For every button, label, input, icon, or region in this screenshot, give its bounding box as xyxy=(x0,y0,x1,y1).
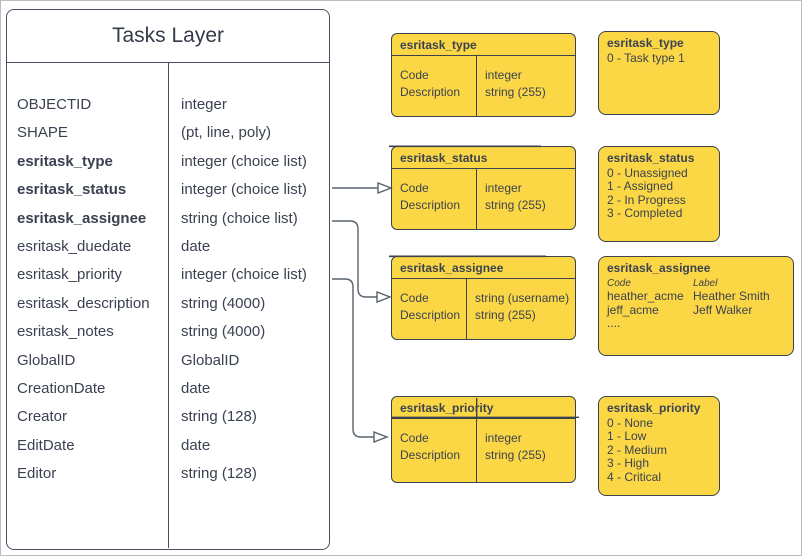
value-line: 4 - Critical xyxy=(607,469,662,484)
field-row: OBJECTID integer xyxy=(7,91,329,119)
field-type: GlobalID xyxy=(181,351,240,369)
description-label: Description xyxy=(400,448,461,462)
field-type: integer (choice list) xyxy=(181,266,307,284)
value-line: 0 - Task type 1 xyxy=(607,50,685,65)
field-name: Creator xyxy=(17,408,68,426)
value-line: 0 - None xyxy=(607,415,654,430)
domain-table-status: esritask_status Code Description integer… xyxy=(391,146,576,230)
ellipsis: .... xyxy=(607,316,621,330)
assignee-row: heather_acme Heather Smith xyxy=(607,289,785,304)
field-row: SHAPE (pt, line, poly) xyxy=(7,119,329,147)
assignee-code: heather_acme xyxy=(607,289,684,303)
field-name: esritask_status xyxy=(17,181,127,199)
field-name: OBJECTID xyxy=(17,96,92,113)
assignee-row: jeff_acme Jeff Walker xyxy=(607,302,785,318)
field-type: integer (choice list) xyxy=(181,181,307,199)
domain-table-title: esritask_type xyxy=(392,34,575,56)
code-label: Code xyxy=(400,181,429,195)
code-type: integer xyxy=(485,68,522,82)
field-name: esritask_description xyxy=(17,294,150,312)
description-label: Description xyxy=(400,85,461,99)
value-box-title: esritask_assignee xyxy=(607,261,711,275)
field-type: date xyxy=(181,436,211,454)
field-name: esritask_notes xyxy=(17,323,114,341)
description-label: Description xyxy=(400,308,461,322)
code-column-header: Code xyxy=(607,277,631,289)
field-type: string (128) xyxy=(181,408,257,426)
field-name: EditDate xyxy=(17,436,75,454)
field-type: string (128) xyxy=(181,465,257,483)
assignee-label: Heather Smith xyxy=(693,289,770,303)
value-box-title: esritask_type xyxy=(607,36,684,50)
code-label: Code xyxy=(400,68,429,82)
field-row: esritask_status integer (choice list) xyxy=(7,176,329,204)
field-name: esritask_priority xyxy=(17,266,123,284)
field-row: esritask_description string (4000) xyxy=(7,290,329,318)
field-row: esritask_duedate date xyxy=(7,233,329,261)
value-box-title: esritask_priority xyxy=(607,401,701,415)
field-row: esritask_notes string (4000) xyxy=(7,318,329,346)
assignee-label: Jeff Walker xyxy=(693,302,753,317)
field-type: date xyxy=(181,237,211,255)
field-name: CreationDate xyxy=(17,379,106,397)
domain-table-type: esritask_type Code Description integer s… xyxy=(391,33,576,117)
domain-table-assignee: esritask_assignee Code Description strin… xyxy=(391,256,576,340)
value-line: 3 - Completed xyxy=(607,206,683,220)
domain-table-priority: esritask_priority Code Description integ… xyxy=(391,396,576,483)
domain-table-title: esritask_priority xyxy=(392,397,575,419)
field-name: SHAPE xyxy=(17,124,68,142)
code-type: integer xyxy=(485,181,522,195)
column-divider xyxy=(168,63,170,548)
field-row: Editor string (128) xyxy=(7,460,329,488)
field-row: esritask_type integer (choice list) xyxy=(7,148,329,176)
field-type: (pt, line, poly) xyxy=(181,124,272,142)
value-line: 3 - High xyxy=(607,456,650,470)
value-line: 2 - In Progress xyxy=(607,192,686,207)
field-name: GlobalID xyxy=(17,351,76,369)
value-line: 0 - Unassigned xyxy=(607,165,688,180)
code-label: Code xyxy=(400,431,429,445)
value-line: 1 - Low xyxy=(607,429,647,443)
assignee-code: jeff_acme xyxy=(607,302,659,317)
value-line: 1 - Assigned xyxy=(607,179,674,193)
field-row: GlobalID GlobalID xyxy=(7,347,329,375)
code-label: Code xyxy=(400,291,429,305)
label-column-header: Label xyxy=(693,277,718,289)
field-row: Creator string (128) xyxy=(7,403,329,431)
field-type: string (4000) xyxy=(181,323,266,341)
description-type: string (255) xyxy=(485,198,546,212)
tasks-layer-body: OBJECTID integer SHAPE (pt, line, poly) … xyxy=(7,63,329,548)
domain-table-title: esritask_status xyxy=(392,147,575,169)
value-box-status: esritask_status 0 - Unassigned 1 - Assig… xyxy=(598,146,720,242)
description-type: string (255) xyxy=(485,448,546,462)
field-type: string (choice list) xyxy=(181,209,298,227)
field-type: integer xyxy=(181,96,227,113)
field-name: esritask_type xyxy=(17,152,113,170)
field-name: Editor xyxy=(17,465,57,483)
field-row: esritask_priority integer (choice list) xyxy=(7,261,329,289)
field-type: string (4000) xyxy=(181,294,266,312)
field-name: esritask_assignee xyxy=(17,209,147,227)
value-line: 2 - Medium xyxy=(607,442,668,457)
tasks-layer-title: Tasks Layer xyxy=(7,10,329,63)
description-label: Description xyxy=(400,198,461,212)
domain-table-title: esritask_assignee xyxy=(392,257,575,279)
value-box-title: esritask_status xyxy=(607,151,695,165)
tasks-layer-table: Tasks Layer OBJECTID integer SHAPE (pt, … xyxy=(6,9,330,550)
code-type: string (username) xyxy=(475,291,570,305)
field-row: EditDate date xyxy=(7,432,329,460)
field-name: esritask_duedate xyxy=(17,237,132,255)
description-type: string (255) xyxy=(475,308,536,322)
value-box-assignee: esritask_assignee Code Label heather_acm… xyxy=(598,256,794,356)
code-type: integer xyxy=(485,431,522,445)
field-row: CreationDate date xyxy=(7,375,329,403)
value-box-type: esritask_type 0 - Task type 1 xyxy=(598,31,720,115)
description-type: string (255) xyxy=(485,85,546,99)
field-type: integer (choice list) xyxy=(181,152,307,170)
value-box-priority: esritask_priority 0 - None 1 - Low 2 - M… xyxy=(598,396,720,496)
field-type: date xyxy=(181,379,211,397)
field-row: esritask_assignee string (choice list) xyxy=(7,205,329,233)
